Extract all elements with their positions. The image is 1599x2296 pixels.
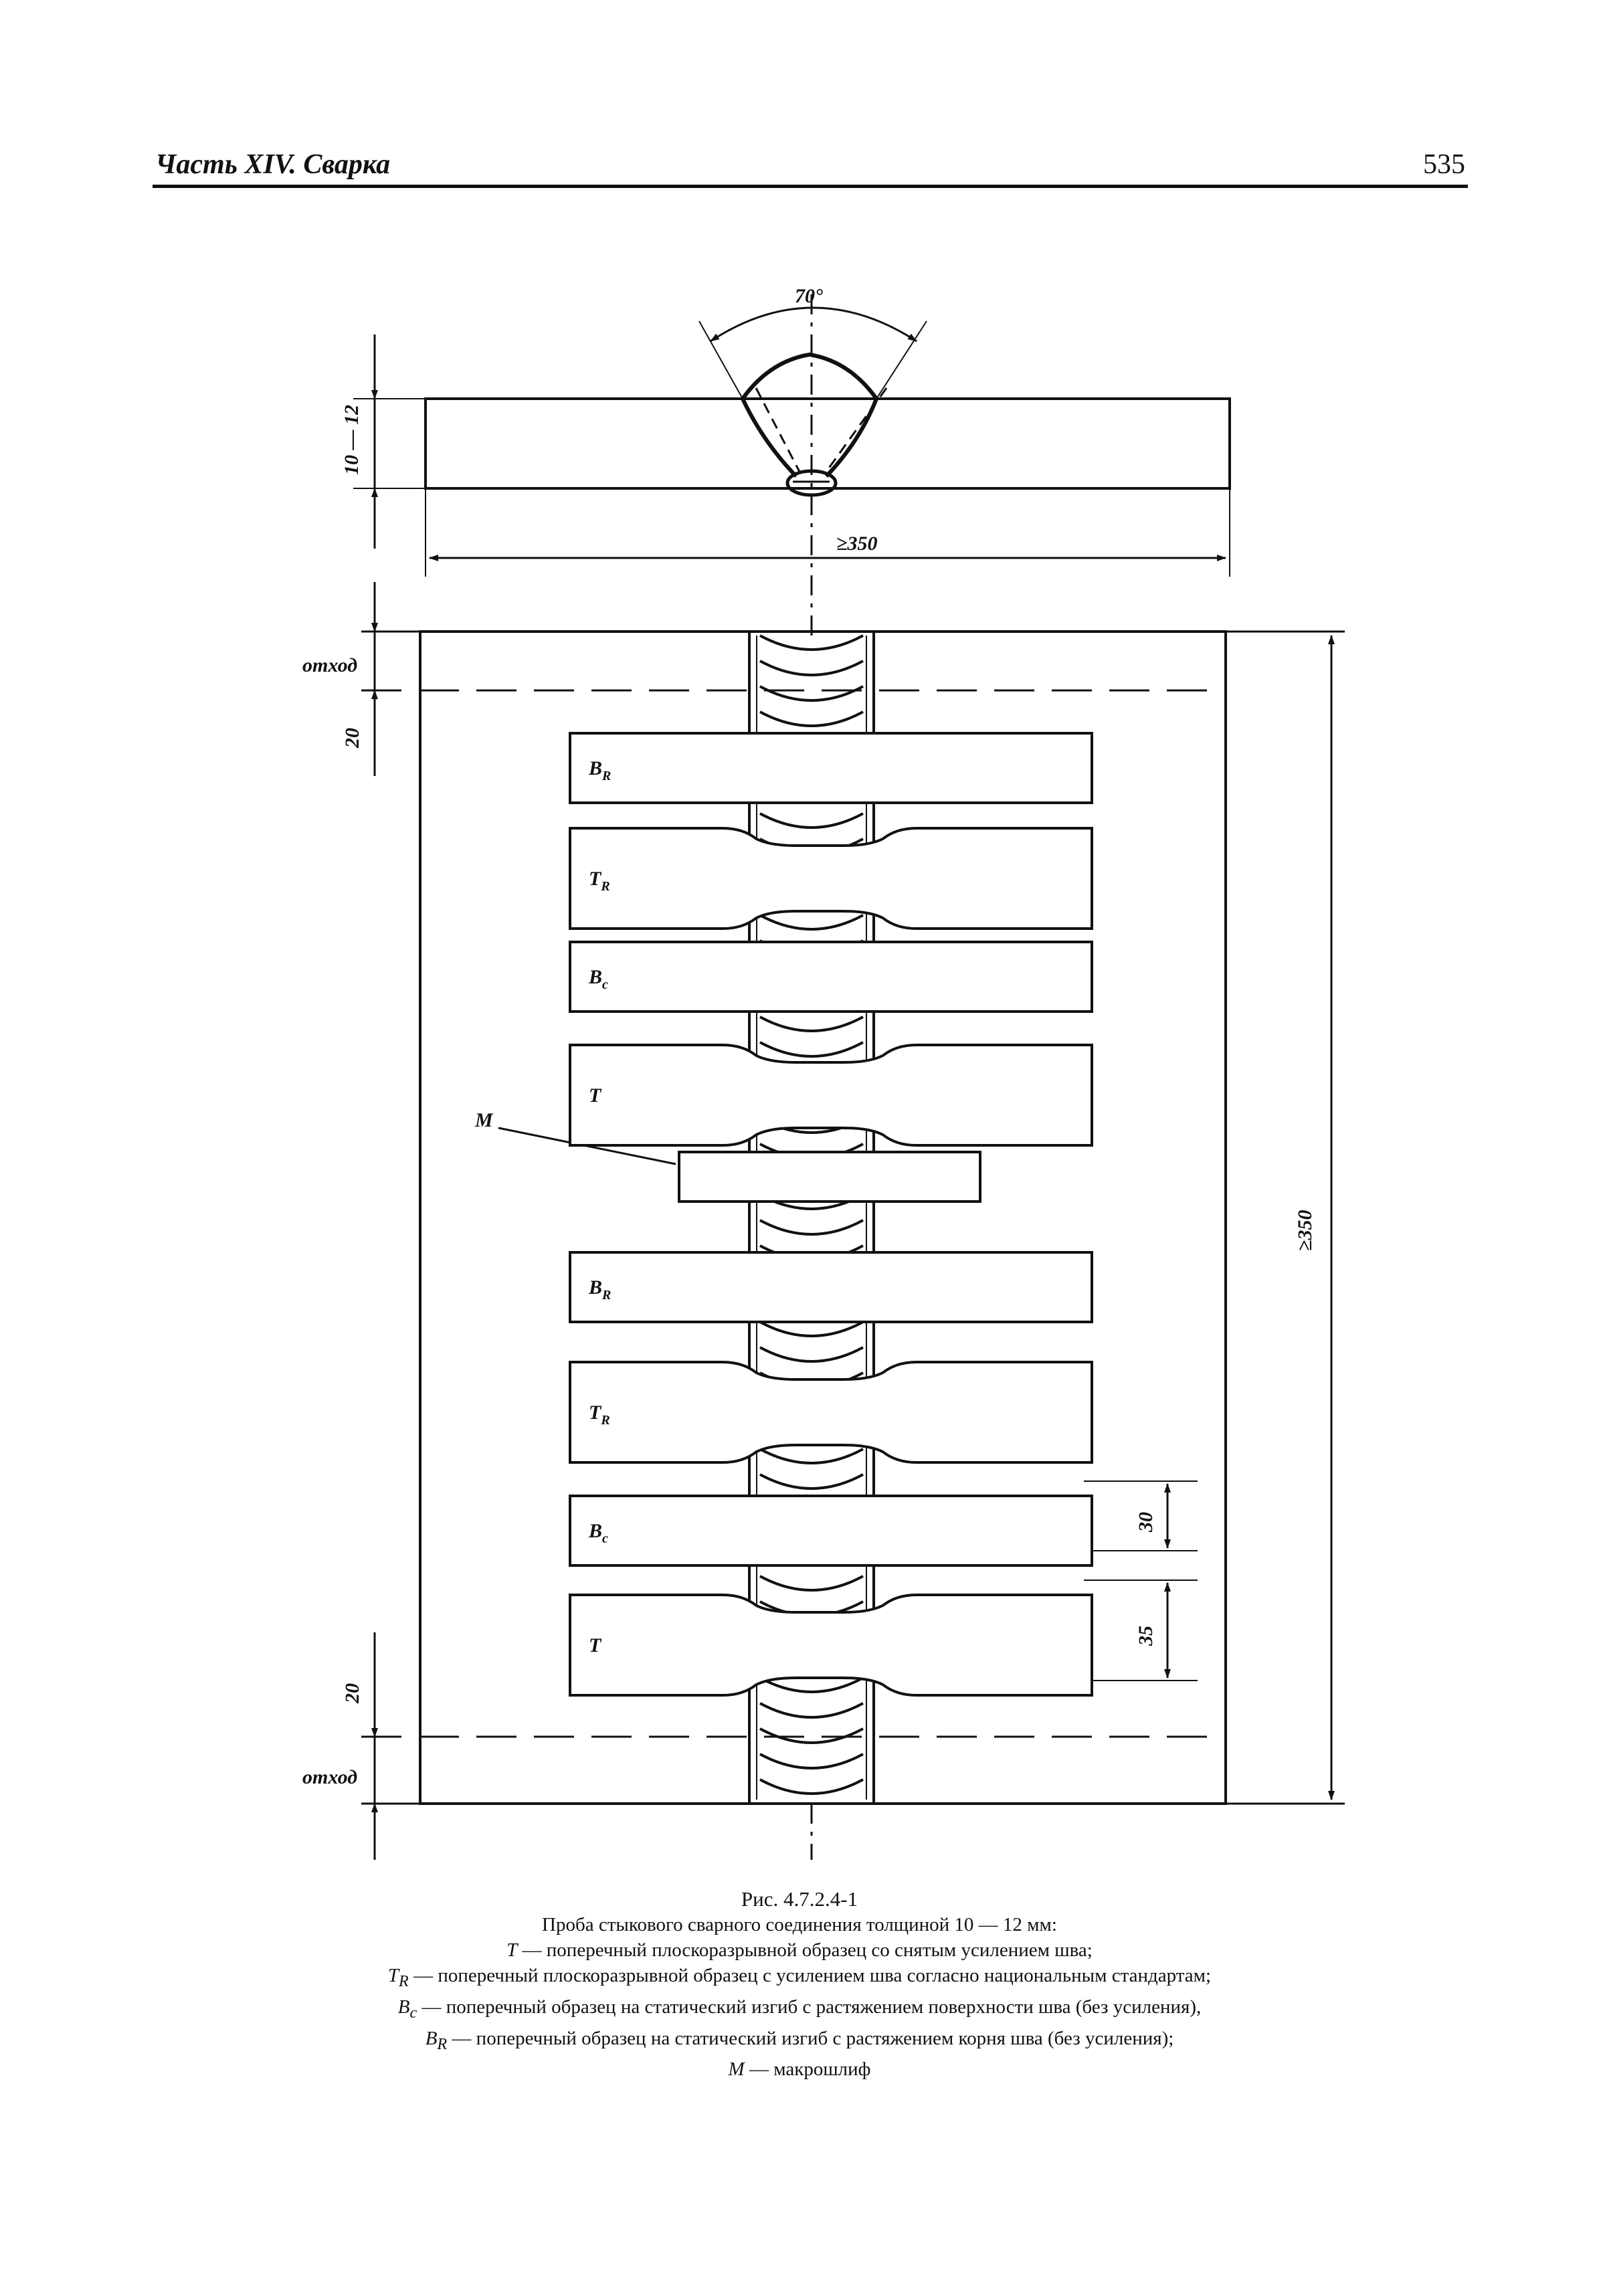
specimen-label-sub: R xyxy=(601,1288,611,1303)
specimen-label-main: T xyxy=(589,1634,602,1656)
weld-ripple xyxy=(759,685,864,702)
specimen-label-T: T xyxy=(589,1634,602,1656)
page-number: 535 xyxy=(1423,149,1465,180)
specimen-label-Bc: Bc xyxy=(588,1520,608,1546)
cross-section-view xyxy=(353,294,1231,642)
weld-ripple xyxy=(759,1473,864,1490)
margin-top-label: 20 xyxy=(341,728,363,749)
figure-number: Рис. 4.7.2.4-1 xyxy=(741,1887,858,1911)
specimen-macro xyxy=(678,1151,981,1203)
specimen-label-main: T xyxy=(589,868,602,890)
weld-ripple xyxy=(759,634,864,651)
specimen-TR xyxy=(569,1361,1093,1464)
specimen-BR xyxy=(569,1251,1093,1323)
legend-M: M — макрошлиф xyxy=(728,2059,871,2081)
legend-Bc: Bc — поперечный образец на статический и… xyxy=(397,1996,1202,2022)
weld-ripple xyxy=(759,660,864,676)
weld-ripple xyxy=(759,1346,864,1363)
bend-width-label: 30 xyxy=(1135,1512,1157,1533)
specimen-label-M: M xyxy=(474,1109,494,1131)
weld-ripple xyxy=(759,1016,864,1032)
specimen-label-sub: R xyxy=(600,1413,609,1428)
width-label: ≥350 xyxy=(836,533,877,555)
angle-dimension xyxy=(710,306,917,343)
specimen-label-BR: BR xyxy=(588,1276,611,1303)
weld-ripple xyxy=(759,710,864,727)
specimen-label-main: B xyxy=(588,1520,602,1542)
discard-top-label: отход xyxy=(302,654,357,676)
specimen-label-sub: R xyxy=(600,879,609,894)
weld-ripple xyxy=(759,1677,864,1693)
weld-cap xyxy=(741,352,878,400)
weld-ripple xyxy=(759,812,864,829)
specimen-label-main: B xyxy=(588,757,602,779)
specimen-label-main: T xyxy=(589,1084,602,1107)
specimen-label-TR: TR xyxy=(589,1402,610,1428)
legend-BR: BR — поперечный образец на статический и… xyxy=(425,2027,1174,2053)
legend-TR: TR — поперечный плоскоразрывной образец … xyxy=(387,1965,1212,1990)
weld-ripple xyxy=(759,1753,864,1769)
header-rule xyxy=(153,185,1468,188)
specimen-label-sub: c xyxy=(602,977,608,992)
specimen-label-main: B xyxy=(588,1276,602,1299)
weld-ripple xyxy=(759,1727,864,1744)
weld-ripple xyxy=(759,1702,864,1719)
specimen-label-T: T xyxy=(589,1084,602,1107)
weld-ripple xyxy=(759,1448,864,1464)
specimen-T xyxy=(569,1594,1093,1697)
specimen-Bc xyxy=(569,1495,1093,1567)
specimen-label-BR: BR xyxy=(588,757,611,783)
figure-caption: Рис. 4.7.2.4-1 Проба стыкового сварного … xyxy=(201,1887,1398,2082)
tensile-width-label: 35 xyxy=(1135,1626,1157,1646)
weld-ripple xyxy=(759,1321,864,1337)
specimen-label-sub: R xyxy=(601,769,611,783)
angle-label: 70° xyxy=(795,285,823,307)
specimen-label-main: B xyxy=(588,966,602,988)
weld-ripple xyxy=(759,914,864,931)
weld-ripple xyxy=(759,1778,864,1795)
specimen-label-main: T xyxy=(589,1402,602,1424)
legend-T: T — поперечный плоскоразрывной образец с… xyxy=(506,1939,1093,1961)
header-title: Часть XIV. Сварка xyxy=(155,149,391,180)
figure-title: Проба стыкового сварного соединения толщ… xyxy=(542,1914,1057,1935)
specimen-label-TR: TR xyxy=(589,868,610,894)
specimen-Bc xyxy=(569,941,1093,1013)
weld-ripple xyxy=(759,1219,864,1236)
specimen-label-sub: c xyxy=(602,1531,608,1546)
specimen-TR xyxy=(569,827,1093,930)
weld-ripple xyxy=(759,1575,864,1592)
weld-specimen-drawing: 70° ≥350 10 — 12 xyxy=(302,285,1345,1860)
length-label: ≥350 xyxy=(1294,1210,1316,1251)
specimen-BR xyxy=(569,732,1093,804)
margin-bottom-label: 20 xyxy=(341,1683,363,1704)
weld-ripple xyxy=(759,1041,864,1058)
thickness-label: 10 — 12 xyxy=(341,405,363,475)
specimen-label-Bc: Bc xyxy=(588,966,608,992)
specimen-T xyxy=(569,1044,1093,1147)
discard-bottom-label: отход xyxy=(302,1766,357,1788)
